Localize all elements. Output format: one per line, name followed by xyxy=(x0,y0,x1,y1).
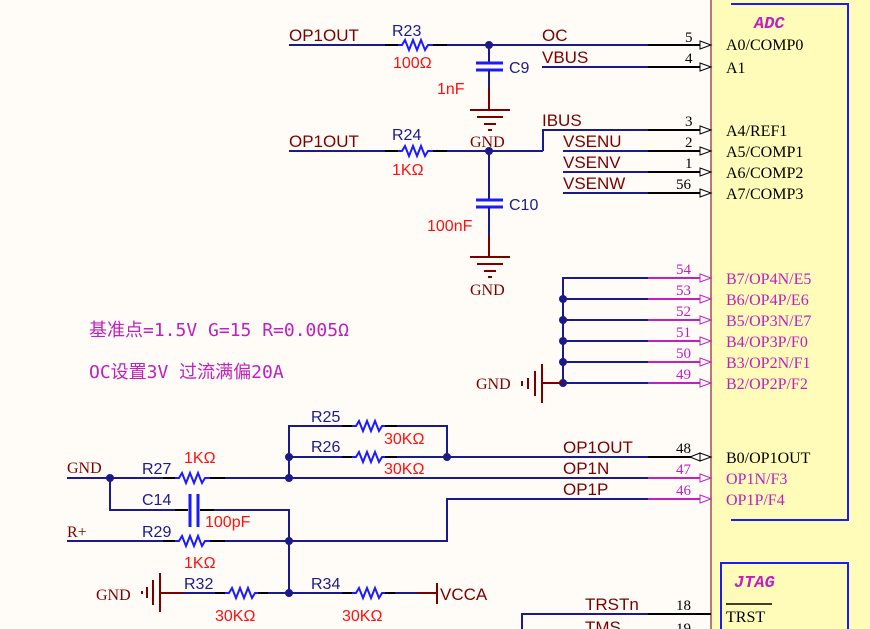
c9-value: 1nF xyxy=(437,81,465,98)
resistor-r29[interactable] xyxy=(175,533,210,549)
pin-number: 54 xyxy=(676,262,692,278)
pin-number: 50 xyxy=(676,346,691,362)
gnd-label: GND xyxy=(470,134,505,151)
r25-value: 30KΩ xyxy=(384,431,424,448)
r32-ref: R32 xyxy=(184,576,213,593)
net-label-rplus: R+ xyxy=(67,524,87,541)
ground-symbol xyxy=(470,256,510,278)
net-label-tms: TMS xyxy=(585,618,621,629)
ground-symbol xyxy=(470,109,510,131)
resistor-r32[interactable] xyxy=(225,585,258,601)
pin-name: B4/OP3P/F0 xyxy=(726,334,808,351)
r34-value: 30KΩ xyxy=(342,608,382,625)
net-label-oc: OC xyxy=(542,26,568,45)
jtag-section-box xyxy=(720,562,849,629)
resistor-r34[interactable] xyxy=(352,585,385,601)
pin-number: 19 xyxy=(676,621,691,629)
net-label-ibus: IBUS xyxy=(542,111,582,130)
resistor-r24[interactable] xyxy=(398,143,433,159)
pin-number: 49 xyxy=(676,367,691,383)
pin-name-trst: TRST xyxy=(726,609,765,626)
pin-number: 18 xyxy=(676,598,691,614)
r29-value: 1KΩ xyxy=(184,555,216,572)
pin-name: B7/OP4N/E5 xyxy=(726,271,811,288)
pin-name: B6/OP4P/E6 xyxy=(726,292,809,309)
ground-symbol xyxy=(141,573,161,612)
pin-name: B0/OP1OUT xyxy=(726,450,811,467)
pin-name: OP1P/F4 xyxy=(726,492,785,509)
pin-number: 56 xyxy=(676,177,692,193)
gnd-label: GND xyxy=(96,587,131,604)
c14-ref: C14 xyxy=(142,492,171,509)
gnd-label: GND xyxy=(470,282,505,299)
r23-ref: R23 xyxy=(392,23,421,40)
pin-name: A6/COMP2 xyxy=(726,165,803,182)
resistor-r27[interactable] xyxy=(175,470,210,486)
note-reference-point: 基准点=1.5V G=15 R=0.005Ω xyxy=(89,320,349,341)
r26-value: 30KΩ xyxy=(384,461,424,478)
pin-name: B5/OP3N/E7 xyxy=(726,313,811,330)
r27-value: 1KΩ xyxy=(184,450,216,467)
net-label-op1out-3: OP1OUT xyxy=(563,438,633,457)
pin-number: 53 xyxy=(676,283,691,299)
pin-group-adc xyxy=(648,40,713,198)
r29-ref: R29 xyxy=(142,524,171,541)
pin-number: 2 xyxy=(685,135,693,151)
pin-number: 46 xyxy=(676,483,692,499)
pin-name: A1 xyxy=(726,60,746,77)
net-label-op1n: OP1N xyxy=(563,459,609,478)
net-label-trstn: TRSTn xyxy=(585,595,639,614)
r26-ref: R26 xyxy=(311,439,340,456)
r24-value: 1KΩ xyxy=(392,162,424,179)
adc-section-box xyxy=(731,3,849,521)
c14-value: 100pF xyxy=(205,514,251,531)
pin-group-op xyxy=(648,273,713,388)
c10-ref: C10 xyxy=(509,197,538,214)
gnd-label: GND xyxy=(476,376,511,393)
net-label-vsenv: VSENV xyxy=(563,153,621,172)
r23-value: 100Ω xyxy=(393,55,432,72)
pin-name: A5/COMP1 xyxy=(726,144,803,161)
adc-section-title: ADC xyxy=(753,15,785,34)
pin-number: 4 xyxy=(685,51,693,67)
c9-ref: C9 xyxy=(509,60,530,77)
r32-value: 30KΩ xyxy=(215,608,255,625)
pin-number: 1 xyxy=(685,156,693,172)
pin-name: OP1N/F3 xyxy=(726,471,787,488)
net-label-vsenu: VSENU xyxy=(563,132,622,151)
net-label-op1out: OP1OUT xyxy=(289,26,359,45)
gnd-label: GND xyxy=(67,460,102,477)
resistor-r26[interactable] xyxy=(352,449,385,465)
pin-number: 48 xyxy=(676,441,691,457)
pin-name: A7/COMP3 xyxy=(726,186,803,203)
pin-number: 47 xyxy=(676,462,692,478)
resistor-r23[interactable] xyxy=(398,37,433,53)
net-label-vbus: VBUS xyxy=(542,48,588,67)
net-label-op1out-2: OP1OUT xyxy=(289,132,359,151)
r24-ref: R24 xyxy=(392,127,421,144)
pin-name: B2/OP2P/F2 xyxy=(726,376,808,393)
c10-value: 100nF xyxy=(427,218,473,235)
pin-number: 51 xyxy=(676,325,691,341)
note-overcurrent: OC设置3V 过流满偏20A xyxy=(89,362,284,383)
pin-group-op1 xyxy=(648,452,713,504)
pin-number: 52 xyxy=(676,304,691,320)
r25-ref: R25 xyxy=(311,409,340,426)
resistor-r25[interactable] xyxy=(352,418,385,434)
chip-body[interactable] xyxy=(710,0,870,629)
pin-number: 3 xyxy=(685,114,693,130)
net-label-op1p: OP1P xyxy=(563,480,608,499)
net-label-vcca: VCCA xyxy=(440,585,488,604)
pin-name: A4/REF1 xyxy=(726,123,787,140)
r27-ref: R27 xyxy=(142,461,171,478)
pin-name: B3/OP2N/F1 xyxy=(726,355,810,372)
net-label-vsenw: VSENW xyxy=(563,174,625,193)
pin-name: A0/COMP0 xyxy=(726,37,803,54)
r34-ref: R34 xyxy=(311,576,340,593)
ground-symbol xyxy=(521,364,543,403)
jtag-section-title: JTAG xyxy=(734,574,775,593)
pin-number: 5 xyxy=(685,30,693,46)
